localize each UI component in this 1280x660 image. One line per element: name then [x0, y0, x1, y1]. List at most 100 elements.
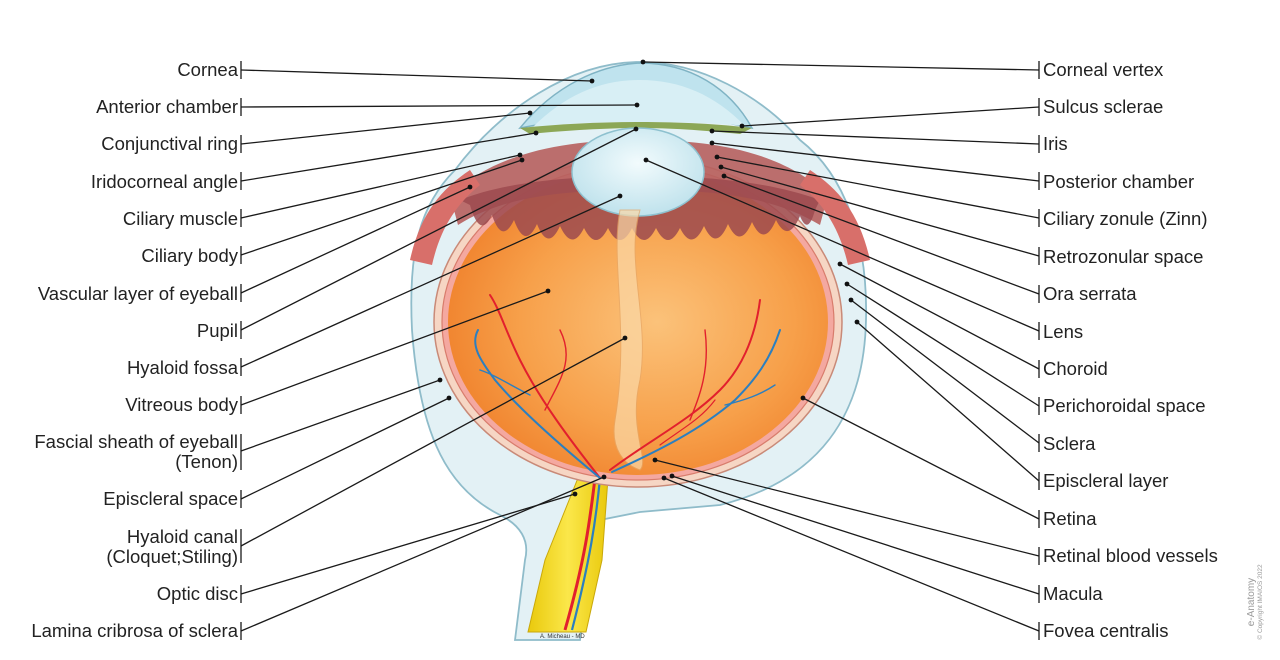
label-retrozonular-space: Retrozonular space: [1043, 246, 1204, 267]
leader-line-iridocorneal-angle: [240, 132, 537, 182]
leader-dot-vascular-layer: [467, 184, 473, 190]
leader-line-lamina-cribrosa: [240, 476, 605, 632]
label-lens: Lens: [1043, 321, 1084, 342]
leader-dot-ora-serrata: [721, 173, 727, 179]
leader-line-macula: [671, 475, 1040, 595]
lens-shape: [571, 127, 705, 217]
leader-line-iris: [711, 130, 1040, 145]
brand-name: e-Anatomy: [1246, 577, 1257, 627]
leader-dot-retina: [800, 395, 806, 401]
leader-dot-perichoroidal-space: [844, 281, 850, 287]
leader-dot-fovea-centralis: [661, 475, 667, 481]
label-hyaloid-canal-line1: Hyaloid canal: [126, 526, 238, 547]
label-ciliary-zonule: Ciliary zonule (Zinn): [1043, 208, 1208, 229]
label-fascial-sheath: Fascial sheath of eyeball (Tenon): [34, 432, 238, 472]
leader-line-corneal-vertex: [642, 61, 1040, 71]
leader-line-pupil: [240, 128, 637, 331]
label-sclera: Sclera: [1043, 433, 1096, 454]
leader-line-lens: [645, 159, 1040, 332]
leader-dot-iris: [709, 128, 715, 134]
label-vitreous-body: Vitreous body: [125, 394, 238, 415]
label-iridocorneal-angle: Iridocorneal angle: [90, 171, 238, 192]
label-iris: Iris: [1043, 133, 1068, 154]
label-posterior-chamber: Posterior chamber: [1043, 171, 1195, 192]
leader-line-anterior-chamber: [240, 104, 638, 108]
leader-line-retrozonular-space: [720, 166, 1040, 257]
leader-dot-optic-disc: [572, 491, 578, 497]
label-vascular-layer: Vascular layer of eyeball: [37, 283, 238, 304]
cornea-shape: [518, 62, 754, 134]
leader-dot-corneal-vertex: [640, 59, 646, 65]
leader-line-ora-serrata: [723, 175, 1040, 295]
leader-dot-ciliary-body: [519, 157, 525, 163]
artist-credit: A. Micheau - MD: [540, 634, 585, 640]
leader-line-choroid: [839, 263, 1040, 370]
leader-dot-vitreous-body: [545, 288, 551, 294]
label-sulcus-sclerae: Sulcus sclerae: [1043, 96, 1164, 117]
hyaloid-canal-shape: [613, 209, 644, 471]
leader-dot-posterior-chamber: [709, 140, 715, 146]
leader-line-retinal-blood-vessels: [654, 459, 1040, 557]
label-retina: Retina: [1043, 508, 1097, 529]
label-fascial-sheath-line2: (Tenon): [175, 451, 238, 472]
label-retinal-blood-vessels: Retinal blood vessels: [1043, 545, 1218, 566]
leader-dot-lens: [643, 157, 649, 163]
leader-dot-hyaloid-canal: [622, 335, 628, 341]
leader-dot-macula: [669, 473, 675, 479]
leader-line-fascial-sheath: [240, 379, 441, 452]
leader-dot-sulcus-sclerae: [739, 123, 745, 129]
label-episcleral-layer: Episcleral layer: [1043, 470, 1169, 491]
leader-line-retina: [802, 397, 1040, 520]
leader-dot-conjunctival-ring: [527, 110, 533, 116]
label-ora-serrata: Ora serrata: [1043, 283, 1137, 304]
label-conjunctival-ring: Conjunctival ring: [101, 133, 238, 154]
leader-dot-ciliary-zonule: [714, 154, 720, 160]
leader-dot-fascial-sheath: [437, 377, 443, 383]
leader-dot-retinal-blood-vessels: [652, 457, 658, 463]
label-lamina-cribrosa: Lamina cribrosa of sclera: [31, 620, 238, 641]
leader-line-conjunctival-ring: [240, 112, 531, 145]
copyright-text: © Copyright IMAIOS 2022: [1257, 564, 1264, 640]
leader-dot-episcleral-layer: [854, 319, 860, 325]
leader-dot-pupil: [633, 126, 639, 132]
retinal-vessels: [474, 294, 781, 479]
leader-line-vascular-layer: [240, 186, 471, 294]
leader-lines: [240, 59, 1040, 640]
label-anterior-chamber: Anterior chamber: [96, 96, 238, 117]
label-pupil: Pupil: [196, 320, 238, 341]
leader-dot-lamina-cribrosa: [601, 474, 607, 480]
leader-line-ciliary-muscle: [240, 154, 521, 219]
leader-line-hyaloid-canal: [240, 337, 626, 547]
label-choroid: Choroid: [1043, 358, 1108, 379]
leader-line-fovea-centralis: [663, 477, 1040, 632]
label-corneal-vertex: Corneal vertex: [1043, 59, 1164, 80]
leader-dot-sclera: [848, 297, 854, 303]
leader-dot-iridocorneal-angle: [533, 130, 539, 136]
label-episcleral-space: Episcleral space: [103, 488, 238, 509]
leader-line-hyaloid-fossa: [240, 195, 621, 368]
leader-line-cornea: [240, 69, 593, 82]
label-perichoroidal-space: Perichoroidal space: [1043, 395, 1206, 416]
leader-dot-episcleral-space: [446, 395, 452, 401]
optic-nerve: [527, 477, 609, 633]
label-ciliary-body: Ciliary body: [141, 245, 238, 266]
leader-dot-anterior-chamber: [634, 102, 640, 108]
leader-line-episcleral-layer: [856, 321, 1040, 482]
leader-line-optic-disc: [240, 493, 576, 595]
leader-line-ciliary-zonule: [716, 156, 1040, 219]
label-ciliary-muscle: Ciliary muscle: [122, 208, 238, 229]
leader-line-perichoroidal-space: [846, 283, 1040, 407]
leader-dot-cornea: [589, 78, 595, 84]
leader-line-sulcus-sclerae: [741, 106, 1040, 127]
label-fascial-sheath-line1: Fascial sheath of eyeball: [34, 431, 238, 452]
label-macula: Macula: [1043, 583, 1103, 604]
leader-line-sclera: [850, 299, 1040, 444]
label-fovea-centralis: Fovea centralis: [1043, 620, 1169, 641]
leader-line-ciliary-body: [240, 159, 523, 256]
label-hyaloid-fossa: Hyaloid fossa: [126, 357, 238, 378]
copyright-credit: e-Anatomy © Copyright IMAIOS 2022: [1246, 560, 1270, 644]
leader-line-episcleral-space: [240, 397, 450, 500]
label-cornea: Cornea: [177, 59, 238, 80]
leader-line-vitreous-body: [240, 290, 549, 406]
